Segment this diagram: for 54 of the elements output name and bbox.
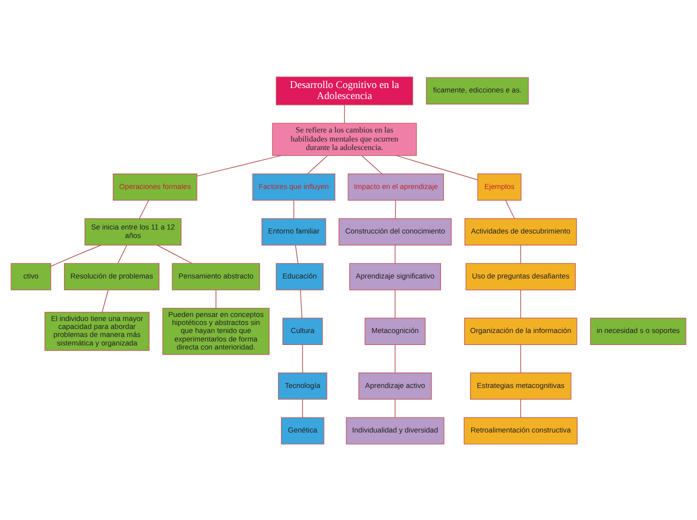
connector (118, 244, 128, 264)
node-box: El individuo tiene una mayor capacidad para abordar problemas de manera más sistemática y organizada (44, 311, 150, 350)
connector (394, 289, 396, 318)
connector (300, 289, 302, 318)
node-box: Cultura (282, 317, 323, 344)
connector (520, 398, 522, 418)
node-box: Se inicia entre los 11 a 12 años (84, 218, 182, 245)
connector (139, 199, 150, 218)
connector (362, 154, 382, 174)
node-box: Ejemplos (477, 173, 522, 200)
connector (102, 289, 109, 312)
node-box: Pueden pensar en conceptos hipotéticos y abstractos sin que hayan tenido que experimentarlos de forma directa con anterioridad. (162, 307, 270, 354)
connector (307, 154, 328, 174)
connector (394, 398, 396, 418)
connector (505, 199, 515, 218)
node-box: Metacognición (364, 317, 426, 344)
node-box: Factores que influyen (252, 173, 336, 200)
node-box: Organización de la información (464, 317, 578, 344)
node-box: ficamente, edicciones e as. (426, 76, 529, 104)
connector (156, 244, 192, 264)
node-box: Aprendizaje activo (358, 372, 432, 400)
node-box: Tecnología (278, 372, 328, 400)
node-box: Uso de preguntas desafiantes (466, 262, 576, 290)
node-box: Aprendizaje significativo (349, 262, 442, 290)
node-box: Construcción del conocimiento (338, 218, 452, 245)
connector (394, 244, 396, 264)
node-box: Resolución de problemas (64, 262, 160, 290)
connector (196, 154, 282, 176)
connector (344, 104, 345, 123)
node-box: in necesidad s o soportes (590, 317, 686, 344)
node-box: Entorno familiar (262, 218, 326, 245)
node-box: Individualidad y diversidad (346, 416, 444, 444)
node-box: Operaciones formales (112, 173, 198, 200)
connector (520, 289, 522, 318)
connector (295, 244, 298, 264)
connector (302, 398, 303, 418)
connector (302, 344, 303, 373)
connector (394, 199, 396, 218)
connector (50, 244, 102, 266)
node-box: Impacto en el aprendizaje (348, 173, 444, 200)
connector (520, 244, 522, 264)
connector (396, 154, 478, 180)
connector (394, 344, 396, 373)
connector (520, 344, 522, 373)
node-box: Retroalimentación constructiva (464, 416, 578, 444)
node-box: Actividades de descubrimiento (464, 218, 577, 245)
node-box: Se refiere a los cambios en las habilidades mentales que ocurren durante la adolescencia. (272, 122, 417, 156)
node-box: Genética (280, 416, 324, 444)
connector (293, 199, 294, 218)
node-box: Desarrollo Cognitivo en la Adolescencia (276, 76, 414, 105)
node-box: Pensamiento abstracto (172, 262, 260, 290)
node-box: Estrategias metacognitivas (470, 372, 572, 400)
node-box: Educación (276, 262, 324, 290)
node-box: ctivo (10, 262, 52, 290)
